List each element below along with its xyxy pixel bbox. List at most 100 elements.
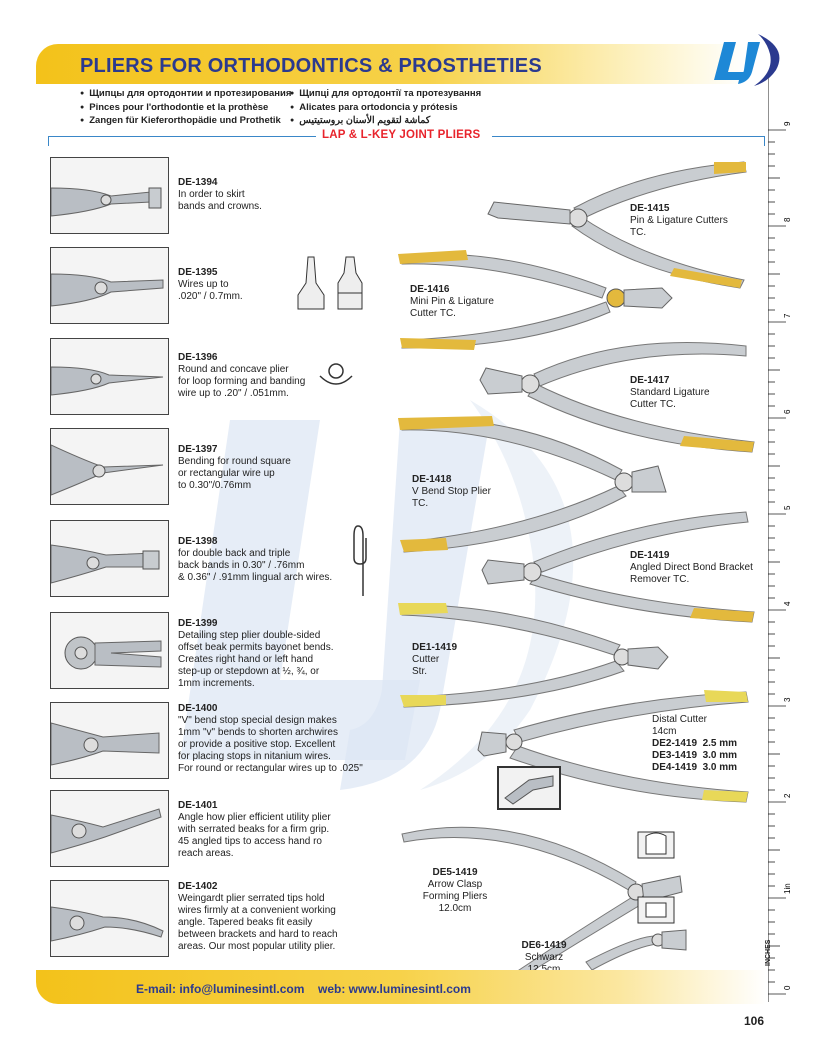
product-label-de1418: DE-1418 V Bend Stop Plier TC. [412,474,491,510]
ruler-number: 0 [783,985,792,990]
ruler-number: 1in [783,883,792,894]
product-code: DE1-1419 [412,642,458,653]
desc-line: TC. [630,227,647,238]
desc-line: 12.0cm [438,903,472,914]
product-desc-de1395: DE-1395 Wires up to .020" / 0.7mm. [178,267,378,303]
desc-line: or rectangular wire up [178,468,275,479]
section-title: LAP & L-KEY JOINT PLIERS [322,129,481,141]
product-label-de1416: DE-1416 Mini Pin & Ligature Cutter TC. [410,284,494,320]
section-rule-left [48,136,316,137]
desc-line: Forming Pliers [422,891,488,902]
desc-line: offset beak permits bayonet bends. [178,642,334,653]
product-desc-de1397: DE-1397 Bending for round square or rect… [178,444,378,492]
product-code: DE-1394 [178,177,218,188]
distal-spec: DE4-1419 3.0 mm [652,762,738,773]
page-number: 106 [744,1014,765,1028]
ruler-units-label: INCHES [765,939,772,966]
product-thumbnail-de1396 [50,338,169,415]
product-thumbnail-de1398 [50,520,169,597]
desc-line: 1mm "v" bends to shorten archwires [178,727,338,738]
desc-line: V Bend Stop Plier [412,486,491,497]
desc-line: Creates right hand or left hand [178,654,314,665]
desc-line: 1mm increments. [178,678,255,689]
product-label-de1415: DE-1415 Pin & Ligature Cutters TC. [630,203,728,239]
language-line: Щипцы для ортодонтии и протезирования [80,88,291,102]
desc-line: Bending for round square [178,456,291,467]
desc-line: Schwarz [524,952,564,963]
product-thumbnail-de1397 [50,428,169,505]
schwarz-tip-icon [637,896,675,924]
language-list-right: Щипці для ортодонтії та протезування Ali… [290,88,481,129]
desc-line: For round or rectangular wires up to .02… [178,763,363,774]
desc-line: for loop forming and banding [178,376,306,387]
product-desc-de1399: DE-1399 Detailing step plier double-side… [178,618,378,690]
product-label-de1417: DE-1417 Standard Ligature Cutter TC. [630,375,710,411]
desc-line: Mini Pin & Ligature [410,296,494,307]
desc-line: Arrow Clasp [427,879,483,890]
ruler-number: 6 [783,409,792,414]
desc-line: for placing stops in nitanium wires. [178,751,331,762]
ruler-number: 8 [783,217,792,222]
product-thumbnail-de1400 [50,702,169,779]
product-label-de5-1419: DE5-1419 Arrow Clasp Forming Pliers 12.0… [410,867,500,915]
product-code: DE-1398 [178,536,218,547]
plier-image-de1415 [487,161,747,289]
product-code: DE-1416 [410,284,450,295]
desc-line: In order to skirt [178,189,245,200]
product-code: DE-1399 [178,618,218,629]
desc-line: areas. Our most popular utility plier. [178,941,336,952]
product-label-de1419: DE-1419 Angled Direct Bond Bracket Remov… [630,550,753,586]
distal-tip-detail-image [497,766,561,810]
desc-line: Str. [412,666,428,677]
header-band [36,44,746,84]
product-thumbnail-de1399 [50,612,169,689]
desc-line: reach areas. [178,848,234,859]
desc-line: Round and concave plier [178,364,289,375]
product-desc-de1400: DE-1400 "V" bend stop special design mak… [178,703,378,775]
ruler-number: 5 [783,505,792,510]
distal-title: Distal Cutter [652,714,708,725]
desc-line: or provide a positive stop. Excellent [178,739,336,750]
product-thumbnail-de1395 [50,247,169,324]
product-desc-de1402: DE-1402 Weingardt plier serrated tips ho… [178,881,378,953]
desc-line: angle. Tapered beaks fit easily [178,917,313,928]
product-code: DE6-1419 [521,940,567,951]
desc-line: Cutter TC. [630,399,676,410]
plier-image-de5-de6 [401,826,687,977]
product-code: DE-1417 [630,375,670,386]
language-line: Zangen für Kieferorthopädie und Protheti… [80,115,291,129]
desc-line: with serrated beaks for a firm grip. [178,824,330,835]
product-desc-de1398: DE-1398 for double back and triple back … [178,536,378,584]
desc-line: .020" / 0.7mm. [178,291,243,302]
product-code: DE-1397 [178,444,218,455]
product-thumbnail-de1401 [50,790,169,867]
desc-line: Weingardt plier serrated tips hold [178,893,325,904]
ruler-number: 4 [783,601,792,606]
distal-spec: DE2-1419 2.5 mm [652,738,738,749]
plier-image-de1416 [398,250,673,350]
desc-line: between brackets and hard to reach [178,929,338,940]
product-label-distal-cutter: Distal Cutter 14cm DE2-1419 2.5 mm DE3-1… [652,714,737,774]
product-desc-de1394: DE-1394 In order to skirt bands and crow… [178,177,378,213]
product-label-de1-1419: DE1-1419 Cutter Str. [412,642,457,678]
language-line: Alicates para ortodoncia y prótesis [290,102,481,116]
section-rule-tick [764,136,765,146]
lj-logo-icon [714,34,780,86]
product-code: DE-1415 [630,203,670,214]
footer-email: E-mail: info@luminesintl.com [136,982,305,996]
product-code: DE-1401 [178,800,218,811]
footer-website: web: www.luminesintl.com [318,982,471,996]
arrow-clasp-tip-icon [637,831,675,859]
plier-image-distal-cutter [477,690,749,803]
desc-line: Angle how plier efficient utility plier [178,812,331,823]
desc-line: Wires up to [178,279,229,290]
desc-line: Standard Ligature [630,387,710,398]
product-thumbnail-de1402 [50,880,169,957]
product-code: DE5-1419 [432,867,478,878]
product-code: DE-1395 [178,267,218,278]
desc-line: wires firmly at a convenient working [178,905,336,916]
product-code: DE-1418 [412,474,452,485]
product-code: DE-1396 [178,352,218,363]
ruler-number: 9 [783,121,792,126]
